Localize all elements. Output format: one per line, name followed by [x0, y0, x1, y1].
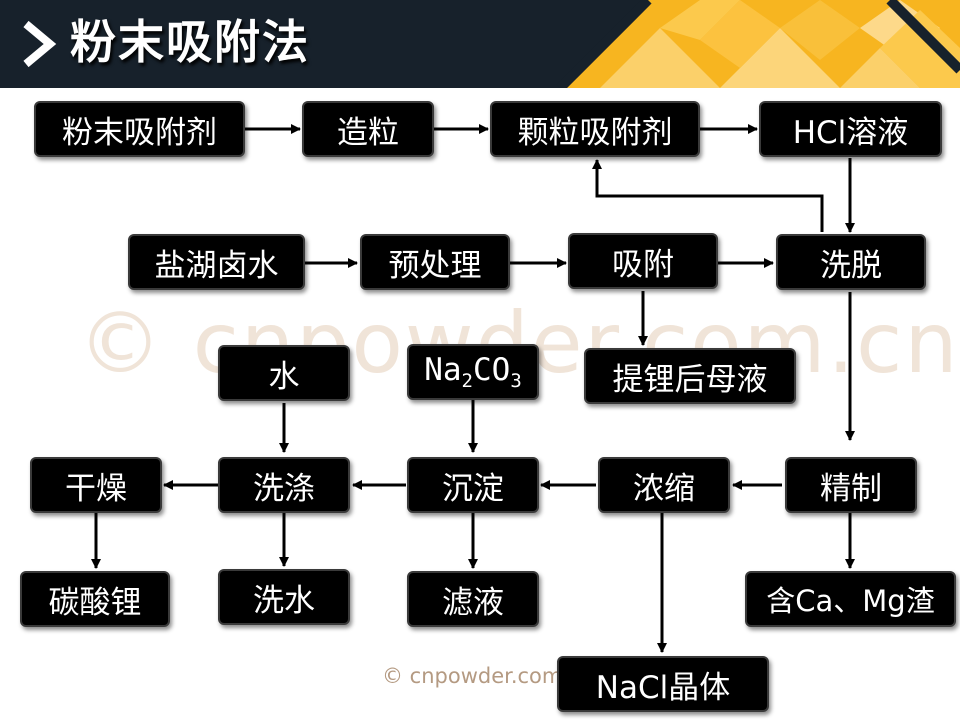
node-pretreatment: 预处理	[360, 234, 510, 290]
node-label: 盐湖卤水	[154, 247, 279, 284]
node-label: HCl溶液	[792, 114, 909, 151]
node-label: 造粒	[337, 114, 399, 151]
node-label: 颗粒吸附剂	[517, 114, 673, 151]
node-nacl-crystal: NaCl晶体	[557, 656, 769, 712]
node-label: 提锂后母液	[612, 361, 768, 398]
node-ca-mg-residue: 含Ca、Mg渣	[745, 571, 956, 627]
header-decoration	[556, 0, 960, 88]
node-label: 吸附	[612, 246, 674, 283]
node-label: 粉末吸附剂	[62, 114, 217, 151]
node-label: 干燥	[65, 470, 127, 507]
node-washing: 洗涤	[218, 457, 350, 513]
node-label: 水	[268, 358, 300, 395]
node-label: 浓缩	[633, 470, 695, 507]
header-bar: 粉末吸附法	[0, 0, 960, 88]
node-label: 碳酸锂	[48, 584, 142, 621]
node-mother-liquor: 提锂后母液	[584, 348, 796, 404]
node-label: 含Ca、Mg渣	[766, 584, 935, 618]
node-powder-adsorbent: 粉末吸附剂	[34, 101, 245, 157]
node-label: 洗脱	[820, 247, 882, 284]
arrow-elution-to-granular	[592, 159, 824, 232]
node-label: NaCl晶体	[595, 669, 731, 706]
node-precipitation: 沉淀	[407, 457, 539, 513]
node-hcl-solution: HCl溶液	[759, 101, 942, 157]
node-granular-adsorbent: 颗粒吸附剂	[490, 101, 700, 157]
node-concentration: 浓缩	[598, 457, 730, 513]
node-adsorption: 吸附	[568, 233, 718, 289]
node-wash-water: 洗水	[218, 569, 350, 625]
node-label: 滤液	[442, 584, 504, 621]
node-brine: 盐湖卤水	[128, 234, 305, 290]
formula-sub-3: 3	[510, 370, 522, 393]
formula-sub-2: 2	[461, 370, 473, 393]
node-label: 精制	[820, 470, 882, 507]
node-water: 水	[218, 345, 350, 401]
node-drying: 干燥	[30, 457, 162, 513]
formula-co: CO	[473, 351, 511, 388]
node-filtrate: 滤液	[407, 571, 539, 627]
node-elution: 洗脱	[776, 234, 926, 290]
node-label: 洗涤	[253, 470, 315, 507]
na2co3-formula: Na2CO3	[424, 352, 522, 392]
formula-na: Na	[424, 351, 462, 388]
node-na2co3: Na2CO3	[407, 344, 539, 400]
node-refining: 精制	[785, 457, 917, 513]
arrowhead-marker-icon	[23, 20, 57, 68]
node-granulation: 造粒	[302, 101, 434, 157]
node-label: 预处理	[388, 247, 482, 284]
node-label: 沉淀	[442, 470, 504, 507]
page-title: 粉末吸附法	[70, 15, 310, 69]
node-label: 洗水	[253, 582, 315, 619]
node-lithium-carbonate: 碳酸锂	[20, 571, 170, 627]
